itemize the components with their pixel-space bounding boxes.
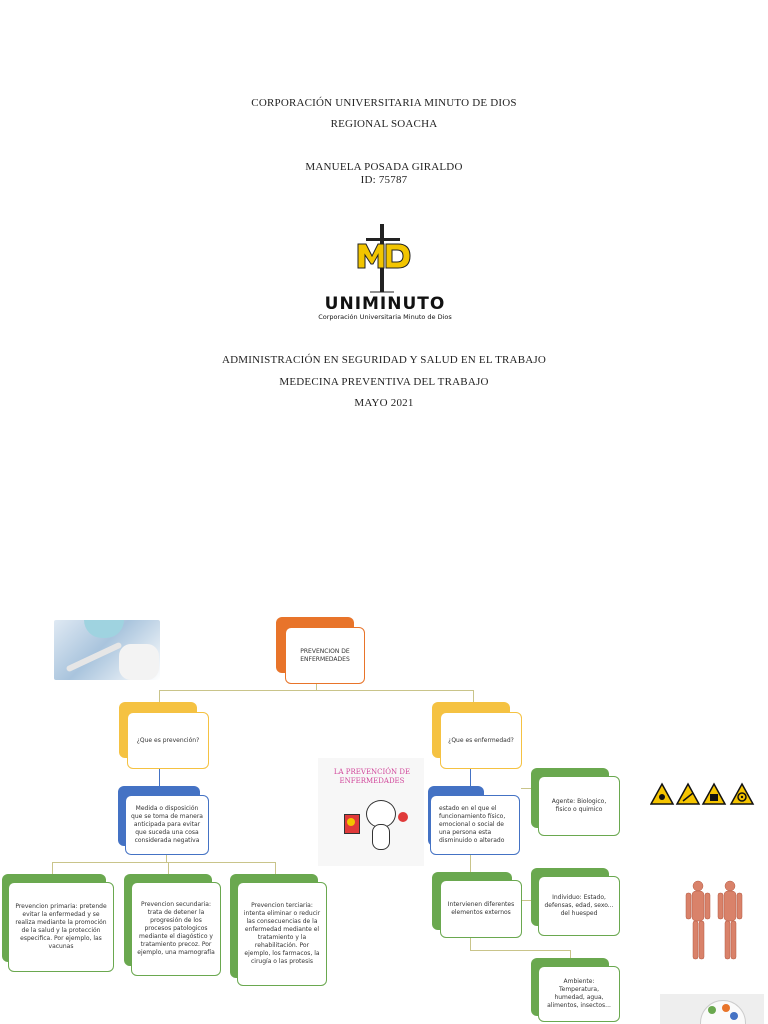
cartoon-mascot: LA PREVENCIÓN DE ENFERMEDADES: [318, 758, 424, 866]
food-plate-photo: [660, 994, 764, 1024]
biohazard-icon: [729, 782, 755, 805]
chemical-hazard-icon: [701, 782, 727, 805]
course-name: MEDECINA PREVENTIVA DEL TRABAJO: [279, 376, 489, 388]
anatomy-photo: [680, 878, 748, 964]
hazard-icons: [649, 782, 756, 808]
vaccine-photo: [54, 620, 160, 680]
slip-hazard-icon: [675, 782, 701, 805]
disease-definition-node: estado en el que el funcionamiento físic…: [430, 795, 520, 855]
environment-node: Ambiente: Temperatura, humedad, agua, al…: [538, 966, 620, 1022]
institution-name: CORPORACIÓN UNIVERSITARIA MINUTO DE DIOS: [251, 97, 517, 109]
external-factors-node: Intervienen diferentes elementos externo…: [440, 880, 522, 938]
secondary-prevention-node: Prevencion secundaria: trata de detener …: [131, 882, 221, 976]
md-logo-mark-icon: [357, 224, 411, 293]
program-name: ADMINISTRACIÓN EN SEGURIDAD Y SALUD EN E…: [221, 354, 546, 366]
tertiary-prevention-node: Prevencion terciaria: intenta eliminar o…: [237, 882, 327, 986]
logo-name: UNIMINUTO: [324, 294, 446, 314]
primary-prevention-node: Prevencion primaria: pretende evitar la …: [8, 882, 114, 972]
root-node: PREVENCION DE ENFERMEDADES: [285, 627, 365, 684]
agent-node: Agente: Biologico, fisico o quimico: [538, 776, 620, 836]
author-name: MANUELA POSADA GIRALDO: [305, 161, 463, 173]
explosive-hazard-icon: [649, 782, 675, 805]
cover-date: MAYO 2021: [354, 397, 414, 409]
student-id: ID: 75787: [360, 174, 408, 186]
disease-question-node: ¿Que es enfermedad?: [440, 712, 522, 769]
uniminuto-logo: UNIMINUTO Corporación Universitaria Minu…: [300, 222, 470, 322]
region-name: REGIONAL SOACHA: [330, 118, 438, 130]
individual-node: Individuo: Estado, defensas, edad, sexo.…: [538, 876, 620, 936]
logo-tagline: Corporación Universitaria Minuto de Dios: [318, 313, 452, 321]
prevention-question-node: ¿Que es prevención?: [127, 712, 209, 769]
prevention-definition-node: Medida o disposición que se toma de mane…: [125, 795, 209, 855]
illustration-title: LA PREVENCIÓN DE ENFERMEDADES: [333, 768, 411, 785]
